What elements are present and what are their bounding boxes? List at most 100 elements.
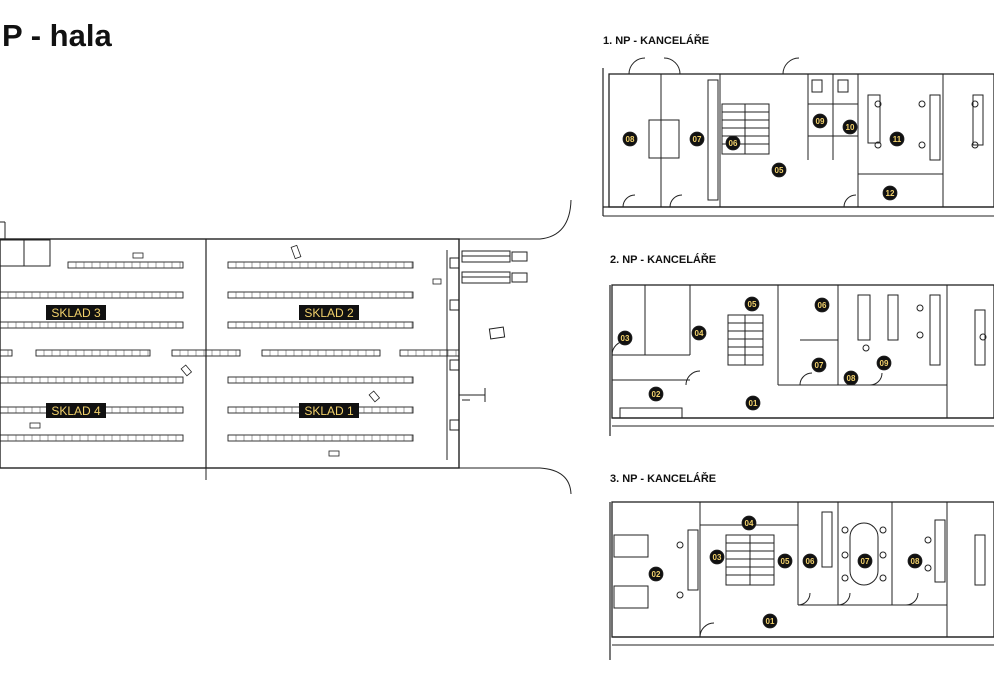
room-number: 07 xyxy=(693,135,702,144)
room-marker-dot xyxy=(882,185,898,201)
hall-room-left xyxy=(0,239,51,267)
room-marker-dot xyxy=(617,330,633,346)
room-marker-dot xyxy=(777,553,793,569)
rack-row xyxy=(67,261,184,269)
room-marker: 05 xyxy=(771,162,787,178)
floor-1-plan xyxy=(602,57,994,217)
room-marker-dot xyxy=(876,355,892,371)
room-marker-dot xyxy=(744,296,760,312)
room-marker: 05 xyxy=(777,553,793,569)
access-road-top xyxy=(450,199,572,240)
room-number: 03 xyxy=(713,553,722,562)
warehouse-hall xyxy=(0,199,572,495)
sklad-2-text: SKLAD 2 xyxy=(304,306,354,320)
page-title: P - hala xyxy=(2,18,112,53)
floor-3-plan xyxy=(609,501,994,660)
forklift-yard xyxy=(488,326,506,340)
sklad-2-label: SKLAD 2 xyxy=(299,305,359,320)
rack-row xyxy=(227,376,414,384)
room-number: 07 xyxy=(815,361,824,370)
room-number: 06 xyxy=(729,139,738,148)
room-marker-dot xyxy=(622,131,638,147)
room-marker: 07 xyxy=(811,357,827,373)
access-road-bottom xyxy=(450,467,572,495)
room-marker-dot xyxy=(709,549,725,565)
room-marker-dot xyxy=(725,135,741,151)
room-number: 12 xyxy=(886,189,895,198)
truck-upper xyxy=(461,250,528,263)
room-marker-dot xyxy=(811,357,827,373)
rack-row xyxy=(227,321,414,329)
room-marker: 06 xyxy=(725,135,741,151)
room-number: 03 xyxy=(621,334,630,343)
room-marker: 02 xyxy=(648,386,664,402)
rack-row xyxy=(0,376,184,384)
room-number: 08 xyxy=(911,557,920,566)
room-marker-dot xyxy=(771,162,787,178)
rack-row xyxy=(227,434,414,442)
room-number: 07 xyxy=(861,557,870,566)
room-marker: 08 xyxy=(907,553,923,569)
rack-row xyxy=(227,261,414,269)
rack-row xyxy=(35,349,151,357)
room-marker: 06 xyxy=(814,297,830,313)
rack-row xyxy=(261,349,381,357)
warehouse-labels: SKLAD 3 SKLAD 2 SKLAD 4 SKLAD 1 xyxy=(46,305,359,418)
room-number: 08 xyxy=(847,374,856,383)
sklad-1-text: SKLAD 1 xyxy=(304,404,354,418)
room-marker: 01 xyxy=(762,613,778,629)
room-marker: 05 xyxy=(744,296,760,312)
room-marker: 09 xyxy=(812,113,828,129)
floor-2-plan xyxy=(609,284,994,436)
room-marker-dot xyxy=(689,131,705,147)
sklad-3-label: SKLAD 3 xyxy=(46,305,106,320)
dock-ramp xyxy=(459,388,486,402)
room-marker-dot xyxy=(843,370,859,386)
floor-1-title: 1. NP - KANCELÁŘE xyxy=(603,34,709,47)
floor-3-title: 3. NP - KANCELÁŘE xyxy=(610,472,716,485)
room-marker: 02 xyxy=(648,566,664,582)
room-marker: 03 xyxy=(709,549,725,565)
room-marker-dot xyxy=(814,297,830,313)
rack-row xyxy=(0,349,13,357)
room-number: 02 xyxy=(652,390,661,399)
room-number: 05 xyxy=(781,557,790,566)
room-marker: 07 xyxy=(689,131,705,147)
room-marker-dot xyxy=(762,613,778,629)
room-number: 08 xyxy=(626,135,635,144)
room-marker: 06 xyxy=(802,553,818,569)
rack-row xyxy=(227,291,414,299)
room-marker-dot xyxy=(691,325,707,341)
room-number: 05 xyxy=(748,300,757,309)
room-markers: 08 07 06 05 09 10 11 12 05 06 04 03 07 08 09 02 01 04 03 05… xyxy=(617,113,923,629)
room-marker: 12 xyxy=(882,185,898,201)
room-number: 11 xyxy=(893,135,902,144)
room-number: 04 xyxy=(695,329,704,338)
room-marker-dot xyxy=(745,395,761,411)
room-marker-dot xyxy=(812,113,828,129)
sklad-3-text: SKLAD 3 xyxy=(51,306,101,320)
room-marker: 04 xyxy=(741,515,757,531)
room-marker: 04 xyxy=(691,325,707,341)
room-number: 06 xyxy=(806,557,815,566)
room-number: 04 xyxy=(745,519,754,528)
room-marker: 10 xyxy=(842,119,858,135)
room-marker: 08 xyxy=(843,370,859,386)
room-number: 01 xyxy=(749,399,758,408)
room-marker-dot xyxy=(857,553,873,569)
room-marker-dot xyxy=(907,553,923,569)
room-number: 01 xyxy=(766,617,775,626)
room-number: 09 xyxy=(880,359,889,368)
floor-2-title: 2. NP - KANCELÁŘE xyxy=(610,253,716,266)
room-marker: 03 xyxy=(617,330,633,346)
room-marker-dot xyxy=(842,119,858,135)
room-marker: 01 xyxy=(745,395,761,411)
sklad-1-label: SKLAD 1 xyxy=(299,403,359,418)
sklad-4-label: SKLAD 4 xyxy=(46,403,106,418)
rack-row xyxy=(0,434,184,442)
room-marker-dot xyxy=(648,386,664,402)
room-marker: 08 xyxy=(622,131,638,147)
room-marker: 09 xyxy=(876,355,892,371)
sklad-4-text: SKLAD 4 xyxy=(51,404,101,418)
